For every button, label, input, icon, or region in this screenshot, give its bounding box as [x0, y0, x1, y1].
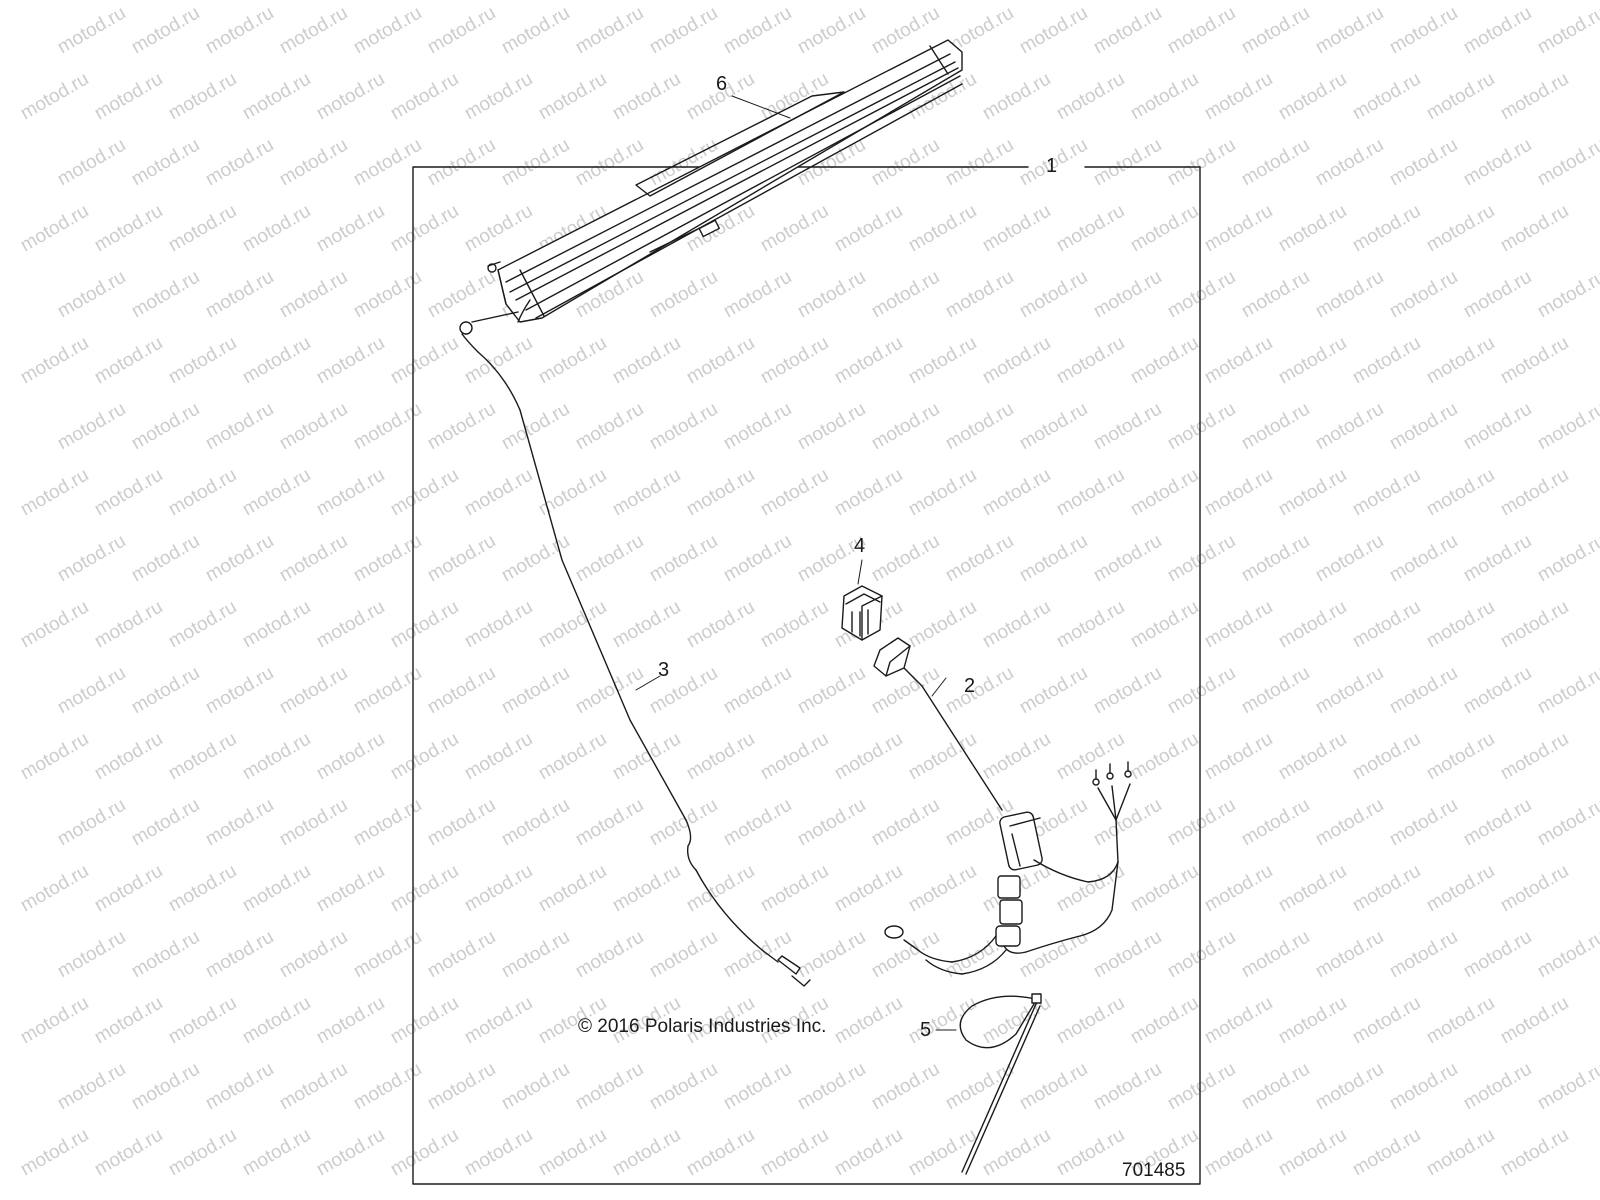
callout-3[interactable]: 3: [658, 659, 670, 681]
light-bar: [487, 39, 963, 323]
harness-connector: [997, 875, 1021, 899]
ring-terminal-2: [884, 925, 904, 939]
callout-1[interactable]: 1: [1046, 155, 1058, 177]
kit-border-frame: [412, 166, 1201, 1185]
switch-4: [841, 585, 883, 641]
cable-tie-5: [959, 993, 1042, 1175]
ring-terminal: [459, 321, 473, 335]
callout-6[interactable]: 6: [716, 73, 728, 95]
callout-4[interactable]: 4: [854, 535, 866, 557]
harness-2: [873, 637, 1132, 975]
leader-lines: [635, 95, 957, 1031]
callout-2[interactable]: 2: [964, 675, 976, 697]
harness-3: [459, 311, 811, 987]
callout-5[interactable]: 5: [920, 1019, 932, 1041]
drawing-number: 701485: [1122, 1160, 1186, 1181]
copyright-notice: © 2016 Polaris Industries Inc.: [578, 1016, 827, 1037]
